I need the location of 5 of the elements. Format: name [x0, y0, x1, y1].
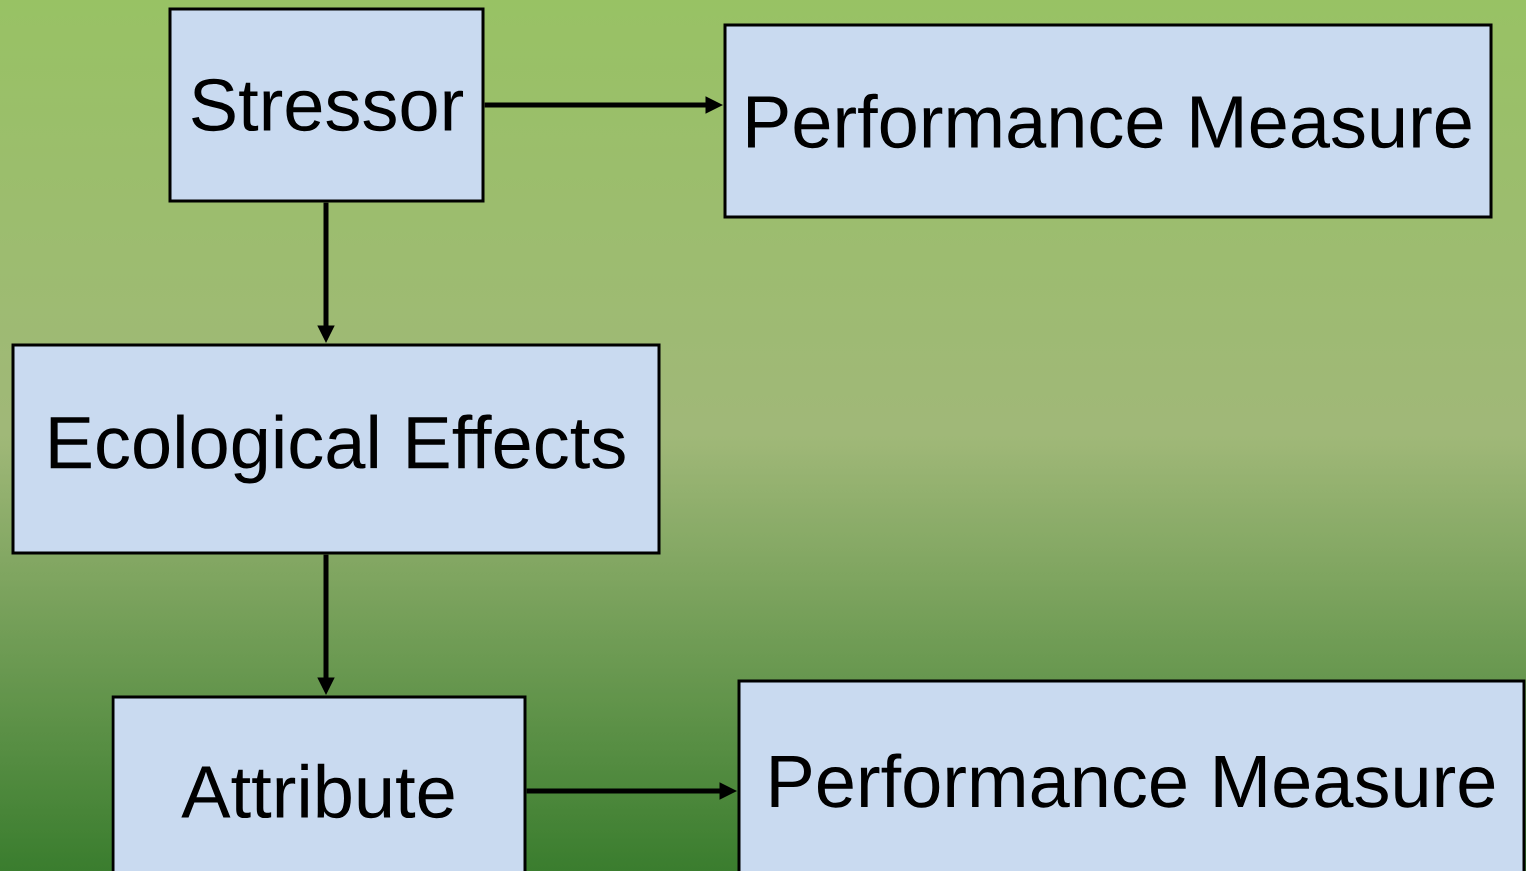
process-box: Performance Measure — [723, 23, 1493, 219]
process-box: Stressor — [168, 7, 485, 203]
process-box: Ecological Effects — [11, 343, 661, 555]
process-box: Performance Measure — [737, 679, 1526, 871]
process-box: Attribute — [111, 695, 527, 871]
